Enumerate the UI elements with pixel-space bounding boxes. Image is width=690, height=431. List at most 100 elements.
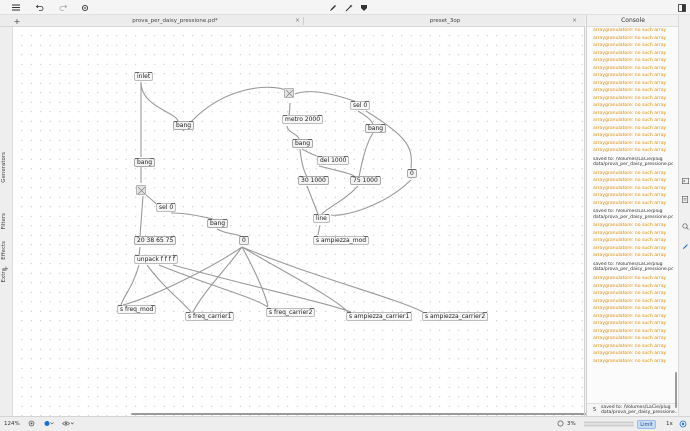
close-tab-icon[interactable]: × (295, 17, 301, 24)
bang-object[interactable]: bang (173, 121, 195, 130)
s-freq-carrier2-object[interactable]: s freq_carrier2 (266, 308, 316, 317)
sidebar-item-filters[interactable]: Filters (1, 213, 7, 230)
s-freq-carrier1-object[interactable]: s freq_carrier1 (185, 312, 235, 321)
sidebar-item-effects[interactable]: Effects (1, 241, 7, 260)
console-warning-line: arraygranulatore: no such array (593, 28, 667, 33)
console-warning-line: arraygranulatore: no such array (593, 80, 667, 86)
console-warning-line: arraygranulatore: no such array (593, 133, 667, 138)
s-ampiezza-mod-object[interactable]: s ampiezza_mod (313, 236, 370, 245)
console-warning-line: arraygranulatore: no such array (593, 170, 667, 176)
toggle-object[interactable] (284, 88, 294, 98)
message-75-1000[interactable]: 75 1000 (350, 176, 381, 185)
console-warning-line: arraygranulatore: no such array (593, 58, 667, 63)
run-icon[interactable] (359, 1, 369, 14)
console-warning-line: arraygranulatore: no such array (593, 253, 667, 259)
s-freq-mod-object[interactable]: s freq_mod (117, 305, 157, 314)
canvas-divider (584, 27, 585, 416)
wand-icon[interactable] (344, 1, 354, 14)
horizontal-scrollbar[interactable] (131, 413, 586, 415)
patch-cords (120, 81, 424, 313)
power-icon[interactable] (679, 420, 687, 431)
close-tab-icon[interactable]: × (572, 17, 578, 24)
console-warning-line: arraygranulatore: no such array (593, 313, 667, 319)
message-0-right[interactable]: 0 (407, 169, 417, 178)
console-title: Console (587, 15, 678, 27)
console-warning-line: arraygranulatore: no such array (593, 238, 667, 244)
window-icon[interactable] (677, 1, 687, 14)
s-ampiezza-carrier1-object[interactable]: s ampiezza_carrier1 (346, 312, 413, 321)
console-warning-line: arraygranulatore: no such array (593, 178, 667, 184)
zoom-level[interactable]: 124% (4, 421, 20, 427)
del-object[interactable]: del 1000 (317, 156, 350, 165)
bang-object[interactable]: bang (134, 158, 156, 167)
tab-bar: + prova_per_daisy_pressione.pd* × preset… (0, 15, 585, 27)
sel-object-right[interactable]: sel 0 (350, 101, 371, 110)
console-warning-line: arraygranulatore: no such array (593, 306, 667, 312)
toggle-object[interactable] (136, 185, 146, 195)
sidebar-icon-strip (678, 15, 690, 416)
console-warning-line: arraygranulatore: no such array (593, 291, 667, 297)
console-warning-line: arraygranulatore: no such array (593, 88, 667, 93)
console-warning-line: arraygranulatore: no such array (593, 358, 667, 364)
message-0-mid[interactable]: 0 (239, 236, 249, 245)
cpu-usage: 3% (567, 421, 576, 427)
console-warning-line: arraygranulatore: no such array (593, 73, 667, 78)
line-object[interactable]: line (313, 214, 330, 223)
redo-icon[interactable] (58, 1, 68, 14)
tab-prova-per-daisy[interactable]: prova_per_daisy_pressione.pd* (132, 18, 218, 24)
console-warning-line: arraygranulatore: no such array (593, 50, 667, 56)
console-warning-line: arraygranulatore: no such array (593, 193, 667, 199)
metro-object[interactable]: metro 2000 (282, 115, 324, 124)
tab-preset-3op[interactable]: preset_3op (429, 18, 461, 24)
grid-icon[interactable] (28, 420, 35, 431)
patch-canvas[interactable]: inlet bang sel 0 bang metro 2000 bang de… (13, 27, 586, 416)
new-tab-button[interactable]: + (13, 16, 21, 26)
sidebar-add-button[interactable]: + (3, 265, 9, 273)
console-warning-line: arraygranulatore: no such array (593, 276, 667, 282)
snap-icon[interactable] (44, 420, 54, 431)
pencil-icon[interactable] (681, 242, 689, 250)
sel-object-left[interactable]: sel 0 (156, 203, 177, 212)
document-icon[interactable] (681, 195, 689, 203)
undo-icon[interactable] (35, 1, 45, 14)
oversampling[interactable]: 1x (666, 421, 673, 427)
console-warning-line: arraygranulatore: no such array (593, 283, 667, 289)
console-info-line: saved to: /Volumes/LaCie/plug data/prova… (593, 156, 673, 168)
limit-button[interactable]: Limit (637, 420, 656, 429)
console-warning-line: arraygranulatore: no such array (593, 118, 667, 123)
sidebar-item-generators[interactable]: Generators (1, 152, 7, 183)
status-bar: 124% 3% Limit 1x (0, 416, 690, 431)
console-warning-line: arraygranulatore: no such array (593, 140, 667, 146)
console-warning-line: arraygranulatore: no such array (593, 148, 667, 153)
search-icon[interactable] (681, 222, 689, 230)
console-info-line: saved to: /Volumes/LaCie/plug data/prova… (593, 209, 673, 220)
message-30-1000[interactable]: 30 1000 (298, 176, 329, 185)
visibility-icon[interactable] (62, 420, 74, 431)
console-icon[interactable] (681, 177, 689, 185)
inlet-object[interactable]: inlet (134, 72, 154, 81)
console-warning-line: arraygranulatore: no such array (593, 223, 667, 229)
console-warning-line: arraygranulatore: no such array (593, 343, 667, 349)
console-warning-line: arraygranulatore: no such array (593, 200, 667, 206)
unpack-object[interactable]: unpack f f f f (134, 255, 178, 264)
hamburger-icon[interactable] (11, 1, 21, 14)
console-warning-line: arraygranulatore: no such array (593, 298, 667, 304)
bang-object[interactable]: bang (292, 139, 314, 148)
console-warning-line: arraygranulatore: no such array (593, 328, 667, 334)
console-info-line: saved to: /Volumes/LaCie/plug data/prova… (593, 261, 673, 273)
s-ampiezza-carrier2-object[interactable]: s ampiezza_carrier2 (422, 312, 489, 321)
console-warning-line: arraygranulatore: no such array (593, 125, 667, 131)
object-category-sidebar: Generators Filters Effects Extra + (0, 27, 13, 416)
bang-object[interactable]: bang (365, 124, 387, 133)
list-message[interactable]: 20 38 65 75 (134, 236, 177, 245)
bang-object[interactable]: bang (207, 219, 229, 228)
level-meter (584, 420, 634, 431)
pencil-icon[interactable] (328, 1, 338, 14)
gear-icon[interactable] (80, 1, 90, 14)
console-last-message: saved to: /Volumes/LaCie/plug data/prova… (601, 405, 678, 416)
console-scrollbar[interactable] (675, 372, 677, 408)
console-warning-line: arraygranulatore: no such array (593, 110, 667, 116)
